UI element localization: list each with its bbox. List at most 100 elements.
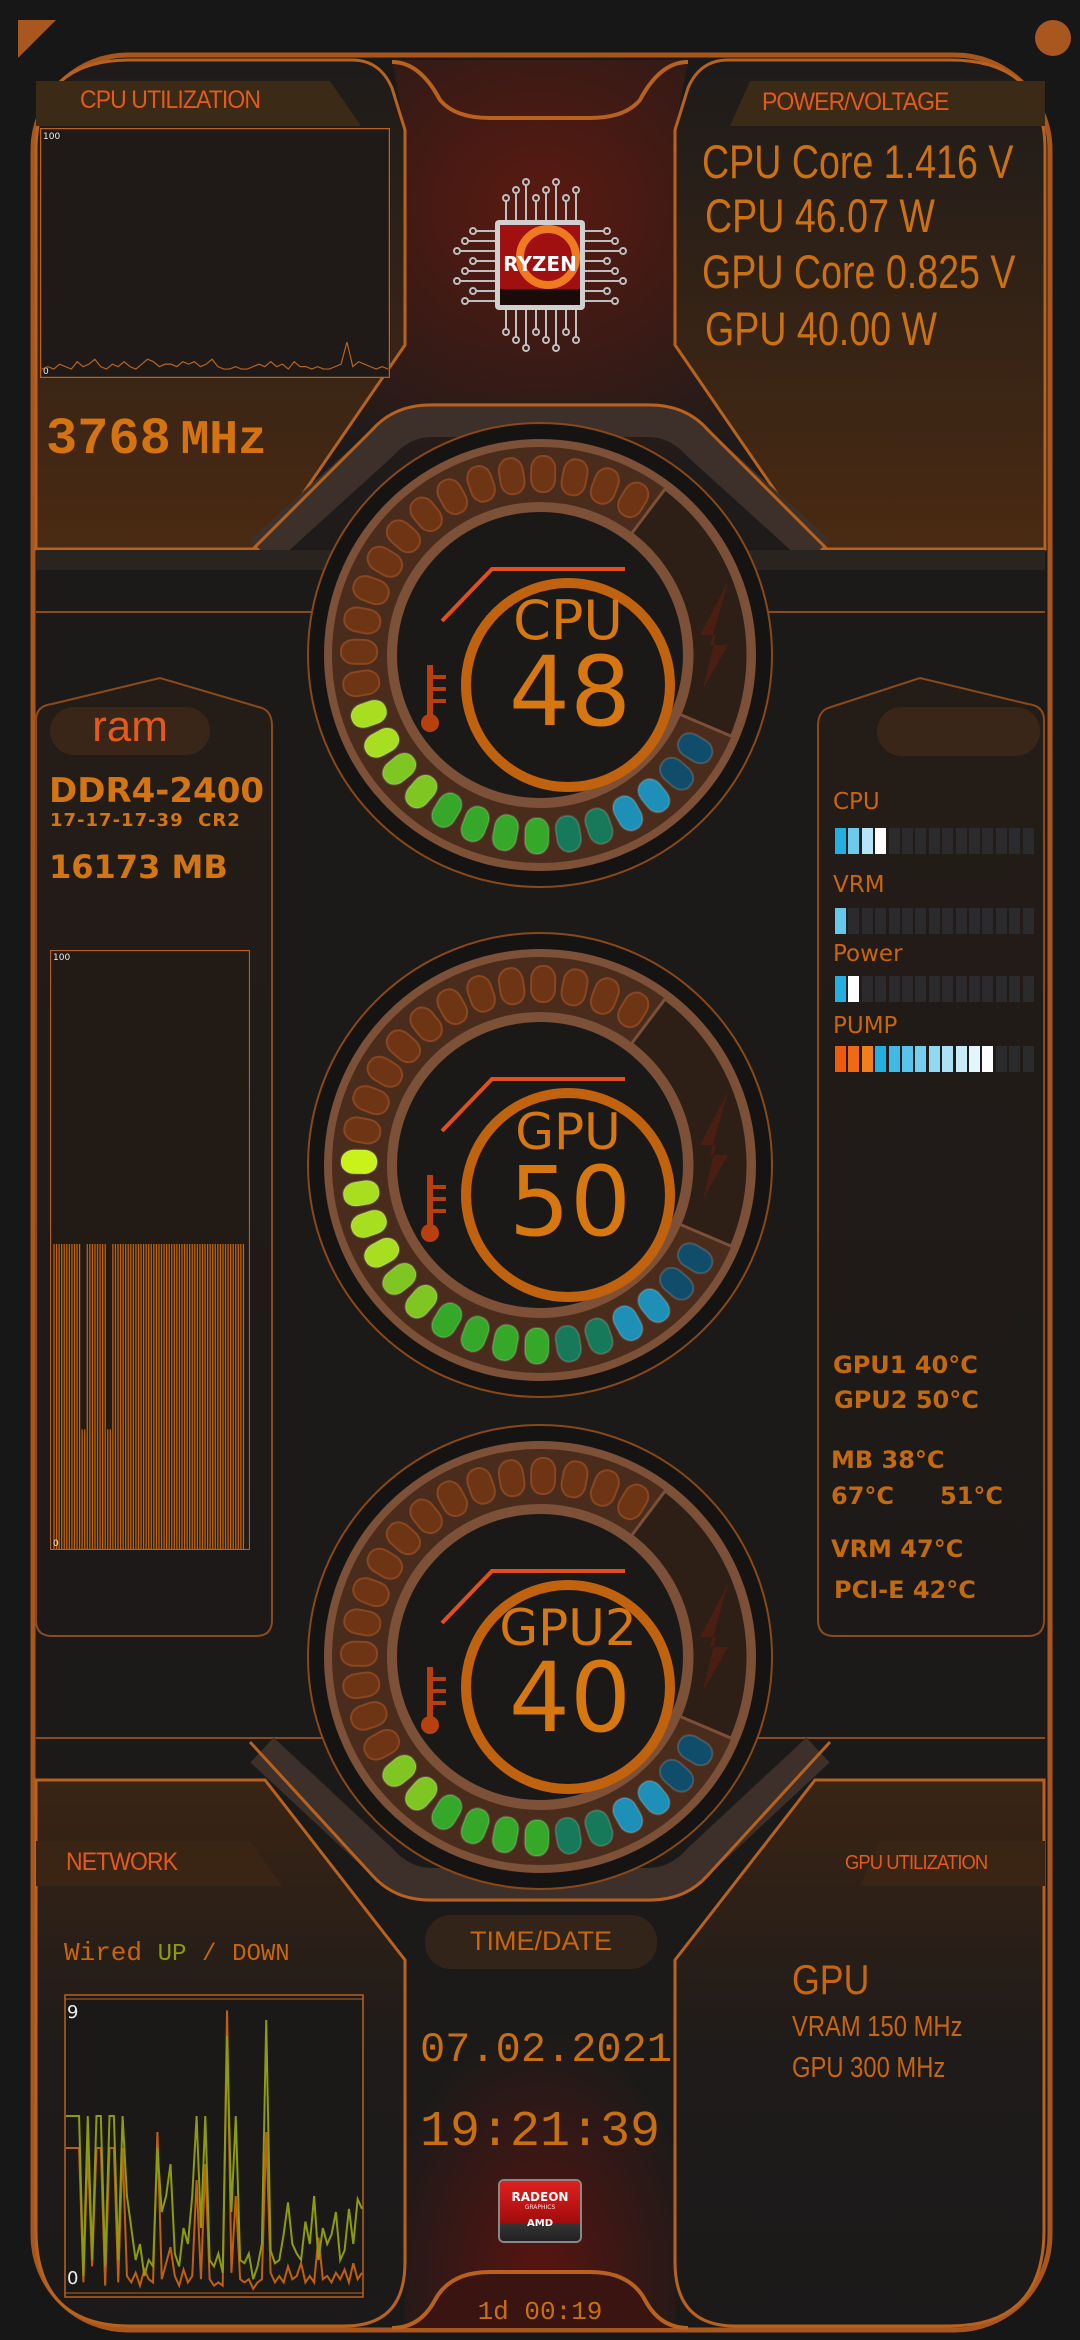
level-segment-lit — [969, 1046, 980, 1072]
level-segment — [915, 976, 927, 1002]
level-segment — [995, 976, 1007, 1002]
date-display: 07.02.2021 — [420, 2026, 673, 2074]
gpu-core-voltage: GPU Core 0.825 V — [702, 245, 1016, 298]
gauge-segment — [385, 519, 422, 554]
gpu2-temp: GPU2 50°C — [834, 1386, 979, 1414]
gpu-util-tab-bg — [860, 1841, 1045, 1886]
network-down-label: DOWN — [232, 1941, 290, 1968]
level-segment — [915, 828, 927, 854]
gauge-segment-lit — [460, 1807, 491, 1845]
gauge-segment — [497, 967, 526, 1006]
gauge-segment — [617, 1483, 650, 1521]
gauge-segment-lit — [460, 805, 491, 843]
cpu-utilization-chart: 100 0 — [40, 128, 390, 378]
gauge-segment-lit — [350, 699, 388, 729]
gauge-segment — [436, 1480, 469, 1518]
gauge-segment — [342, 1671, 381, 1700]
gauge-segment — [466, 1467, 496, 1505]
level-segment — [955, 908, 967, 934]
level-segment — [888, 908, 900, 934]
gauge-segment-lit — [404, 1283, 439, 1320]
gauge-segment — [589, 467, 620, 505]
gauge-segment-lit — [350, 1209, 388, 1239]
level-segment — [915, 908, 927, 934]
gauge-segment — [530, 455, 557, 494]
gauge-inner-ring — [461, 1088, 675, 1302]
cpu-clock-unit: MHz — [180, 414, 267, 468]
ram-title: ram — [92, 702, 168, 751]
level-segment-lit — [942, 1046, 954, 1072]
gauge-segment — [366, 1547, 404, 1580]
level-segment-lit — [848, 828, 860, 854]
gauge-segment-lit — [611, 1304, 644, 1342]
level-segment — [848, 908, 860, 934]
level-segment-lit — [835, 908, 846, 934]
level-segment — [995, 1046, 1007, 1072]
gauge-accent-line — [440, 567, 625, 623]
level-label-cpu: CPU — [833, 789, 880, 815]
gauge-segment-lit — [637, 777, 671, 814]
level-segment — [1022, 908, 1034, 934]
gauge-segment — [560, 968, 589, 1007]
level-segment-lit — [902, 1046, 913, 1072]
network-tab-bg — [36, 1841, 282, 1886]
gauge-segment — [409, 1498, 443, 1535]
mb-temp: MB 38°C — [831, 1446, 945, 1474]
cpu-power: CPU 46.07 W — [705, 189, 935, 242]
level-segment — [902, 976, 913, 1002]
thermometer-icon — [421, 665, 446, 732]
lightning-bolt-icon — [700, 1584, 728, 1691]
vram-clock: VRAM 150 MHz — [792, 2011, 963, 2043]
level-segment — [942, 976, 954, 1002]
network-chart-min-label: 0 — [67, 2268, 78, 2289]
gauge-segment-lit — [342, 1179, 381, 1208]
ram-timings: 17-17-17-39 CR2 — [50, 810, 241, 831]
level-segment — [942, 828, 954, 854]
level-segment — [875, 908, 887, 934]
gauge-segment-lit — [611, 794, 644, 832]
level-segment — [928, 976, 940, 1002]
ram-size: 16173 MB — [49, 848, 228, 886]
gauge-segment — [352, 1577, 390, 1608]
level-segment — [861, 908, 873, 934]
network-separator: / — [202, 1941, 217, 1968]
gauge-segment — [560, 458, 589, 497]
gauge-segment — [343, 1608, 382, 1637]
gauge-segment-lit — [491, 1815, 520, 1854]
gauge-segment — [466, 975, 496, 1013]
level-segment — [902, 908, 913, 934]
level-segment — [969, 908, 980, 934]
gpu-clock: GPU 300 MHz — [792, 2052, 946, 2084]
gauge-label: GPU — [515, 1103, 621, 1161]
gauge-segment — [385, 1029, 422, 1064]
sensor-temp-1: 67°C — [831, 1482, 895, 1510]
gauge-segment — [617, 481, 650, 519]
gauge-segment-lit — [430, 791, 463, 829]
gauge-segment-lit — [523, 1818, 550, 1857]
level-segment — [875, 976, 887, 1002]
gauge-segment-lit — [676, 732, 714, 765]
ryzen-logo-text: RYZEN — [503, 252, 577, 276]
gauge-segment — [436, 988, 469, 1026]
gauge-label: GPU2 — [499, 1599, 636, 1657]
radeon-logo-line2: GRAPHICS — [524, 2204, 556, 2211]
level-segment-lit — [875, 828, 887, 854]
level-segment — [928, 828, 940, 854]
gauge-accent-line — [440, 1569, 625, 1625]
level-segment — [1009, 1046, 1021, 1072]
gpu2-temperature-gauge: GPU2 40 — [307, 1424, 773, 1890]
gauge-segment — [409, 1006, 443, 1043]
level-segment — [888, 828, 900, 854]
gauge-segment-lit — [340, 1148, 379, 1175]
level-segment — [1022, 828, 1034, 854]
gpu-power: GPU 40.00 W — [705, 302, 937, 355]
gauge-segment — [340, 1640, 379, 1667]
vrm-temp: VRM 47°C — [831, 1535, 964, 1563]
level-segment — [1022, 1046, 1034, 1072]
gauge-segment-lit — [523, 816, 550, 855]
gpu-util-heading: GPU — [792, 1956, 870, 2003]
network-interface: Wired — [64, 1938, 143, 1968]
ram-chart-min-label: 0 — [53, 1539, 59, 1549]
gauge-segment-lit — [363, 1236, 401, 1269]
levels-title-pill[interactable] — [877, 707, 1040, 756]
